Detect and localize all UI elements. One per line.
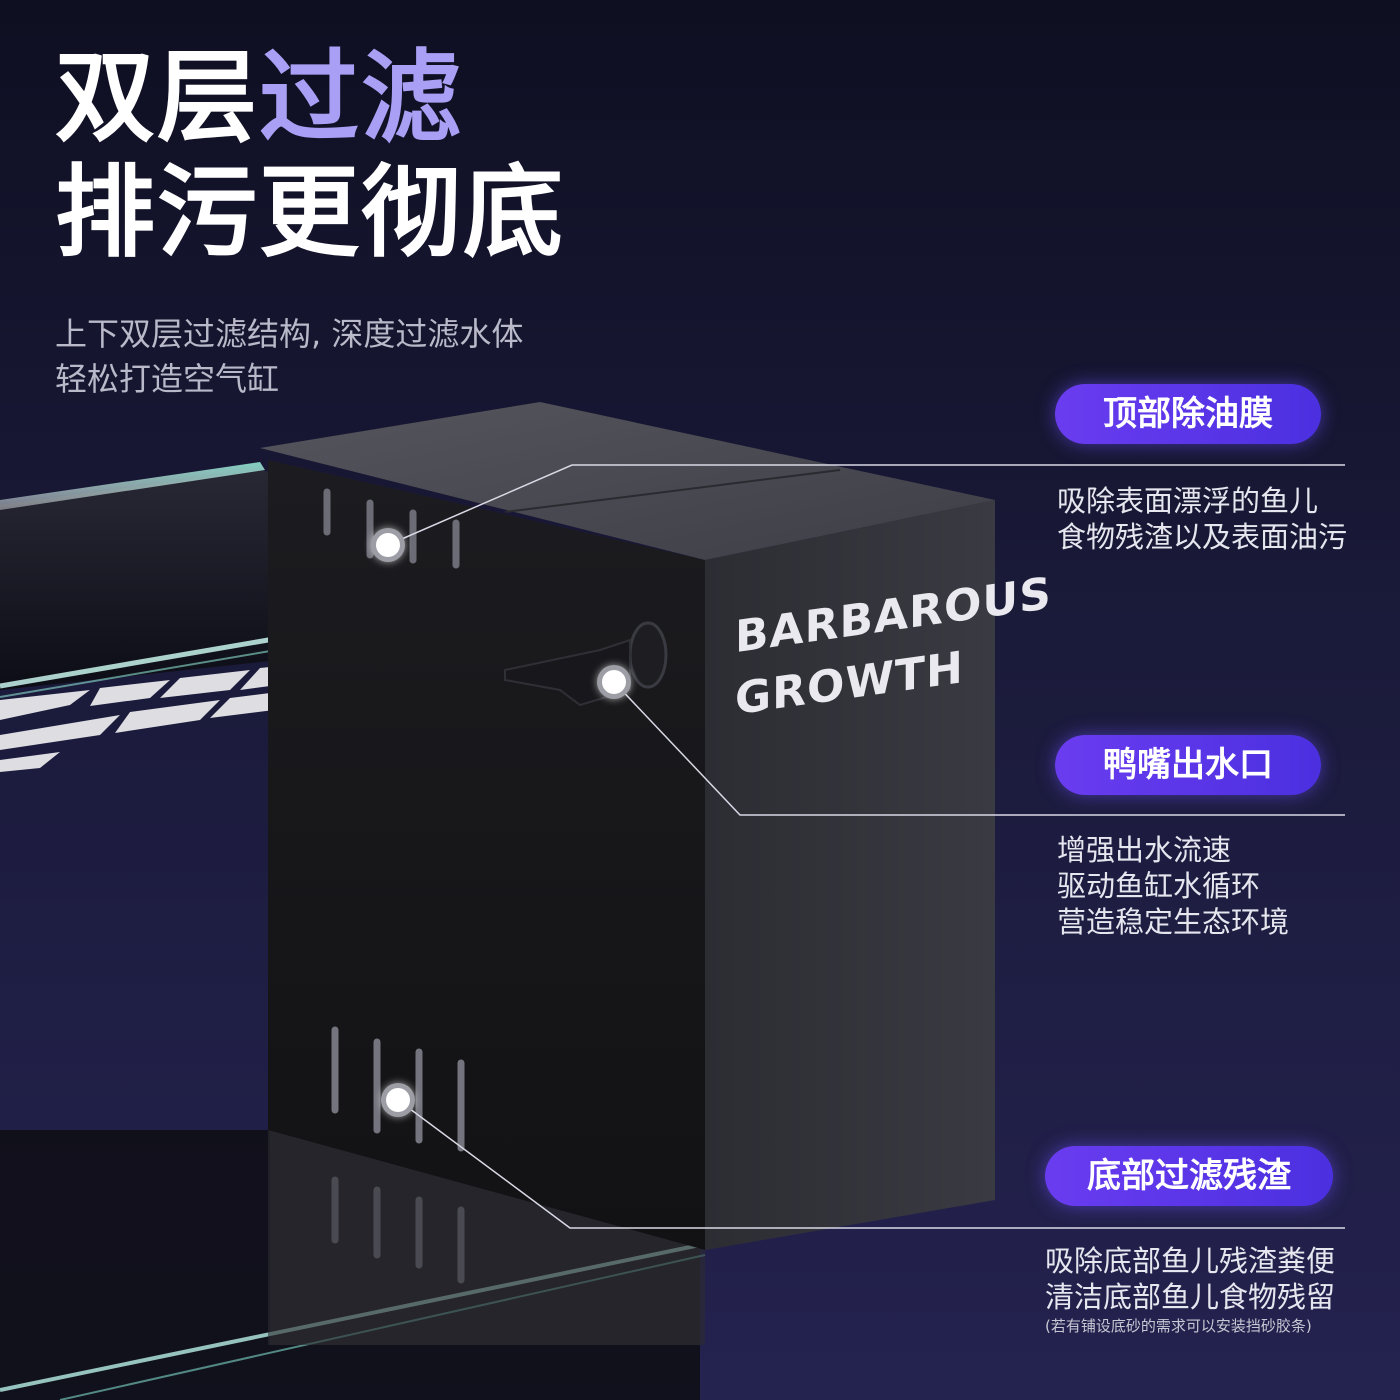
bottom-slots: [331, 1026, 465, 1152]
callout-desc-line: 营造稳定生态环境: [1057, 905, 1290, 939]
bottom-slots-reflection: [331, 1176, 465, 1284]
filter-front-lower-reflect: [268, 1130, 705, 1345]
callout-title-bottom: 底部过滤残渣: [1045, 1146, 1333, 1206]
callout-note: (若有铺设底砂的需求可以安装挡砂胶条): [1045, 1317, 1312, 1335]
callout-desc-line: 驱动鱼缸水循环: [1057, 869, 1261, 903]
lid-seam: [504, 469, 841, 513]
filter-side-face: [705, 500, 995, 1250]
headline-line1-white: 双层: [55, 39, 259, 156]
callout-desc-top: 吸除表面漂浮的鱼儿 食物残渣以及表面油污: [1057, 483, 1347, 555]
top-slots: [323, 488, 460, 569]
callout-desc-line: 吸除底部鱼儿残渣粪便: [1045, 1244, 1336, 1278]
hotspot-bottom: [381, 1083, 415, 1117]
callout-desc-line: 清洁底部鱼儿食物残留: [1045, 1280, 1336, 1314]
filter-top-lid: [260, 402, 995, 560]
callout-lines: [387, 464, 1345, 1229]
headline: 双层过滤 排污更彻底: [55, 40, 565, 270]
subtext: 上下双层过滤结构, 深度过滤水体 轻松打造空气缸: [55, 312, 523, 402]
subtext-line1: 上下双层过滤结构, 深度过滤水体: [55, 315, 524, 353]
callout-title-top: 顶部除油膜: [1055, 384, 1321, 444]
hotspot-outlet: [597, 665, 631, 699]
headline-line2: 排污更彻底: [55, 154, 565, 271]
callout-desc-bottom: 吸除底部鱼儿残渣粪便 清洁底部鱼儿食物残留 (若有铺设底砂的需求可以安装挡砂胶条…: [1045, 1243, 1335, 1337]
headline-line1-accent: 过滤: [259, 39, 463, 156]
callout-desc-line: 食物残渣以及表面油污: [1057, 520, 1348, 554]
callout-desc-line: 吸除表面漂浮的鱼儿: [1057, 484, 1319, 518]
filter-front-face: [268, 460, 705, 1250]
glass-rim-top: [0, 462, 265, 510]
subtext-line2: 轻松打造空气缸: [55, 360, 280, 398]
callout-desc-line: 增强出水流速: [1057, 833, 1232, 867]
callout-title-outlet: 鸭嘴出水口: [1055, 735, 1321, 795]
callout-desc-outlet: 增强出水流速 驱动鱼缸水循环 营造稳定生态环境: [1057, 832, 1289, 940]
hotspot-top: [371, 528, 405, 562]
